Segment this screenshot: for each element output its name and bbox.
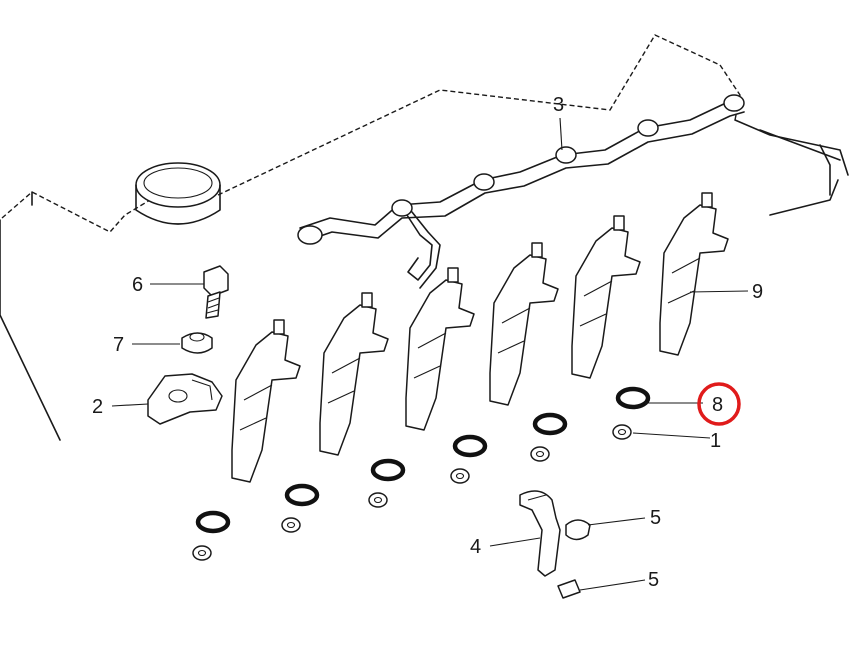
highlight-circle-part-8 <box>697 382 741 426</box>
bolt <box>203 265 229 319</box>
label-part-8: 8 <box>712 394 723 416</box>
injector-3 <box>405 267 475 431</box>
injector-2 <box>319 292 389 456</box>
hose-clip-lower <box>557 579 581 599</box>
leader-lines <box>111 117 749 591</box>
fuel-return-hose <box>519 490 561 577</box>
injector-6 <box>659 192 729 356</box>
label-part-7: 7 <box>113 334 124 356</box>
label-part-4: 4 <box>470 536 481 558</box>
label-part-1: 1 <box>710 430 721 452</box>
hose-clip-upper <box>565 519 591 541</box>
spacer-washer <box>181 332 213 354</box>
cylinder-head-outline <box>0 34 849 441</box>
label-part-5-lower: 5 <box>648 569 659 591</box>
label-part-6: 6 <box>132 274 143 296</box>
fuel-leak-off-pipe <box>297 94 745 289</box>
washers <box>192 424 632 561</box>
label-part-2: 2 <box>92 396 103 418</box>
injector-clamp <box>147 373 223 425</box>
o-rings <box>195 386 651 534</box>
label-part-5-upper: 5 <box>650 507 661 529</box>
injector-4 <box>489 242 559 406</box>
injector-5 <box>571 215 641 379</box>
oil-filler-cap <box>135 162 221 225</box>
label-part-3: 3 <box>553 94 564 116</box>
label-part-9: 9 <box>752 281 763 303</box>
injector-1 <box>231 319 301 483</box>
